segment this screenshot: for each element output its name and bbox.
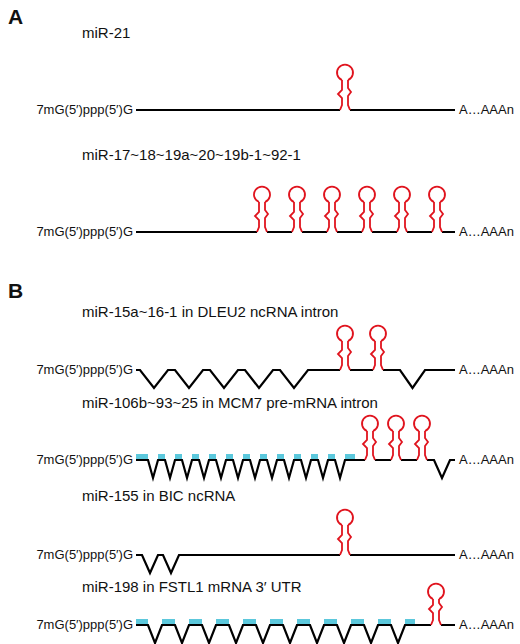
- poly-a-tail: A…AAAn: [459, 547, 514, 563]
- hairpin: [337, 510, 353, 557]
- hairpin: [359, 187, 375, 234]
- hairpin: [324, 187, 340, 234]
- hairpin: [337, 326, 353, 372]
- poly-a-tail: A…AAAn: [459, 452, 514, 468]
- panel-letter: B: [8, 278, 23, 303]
- hairpin: [337, 65, 353, 112]
- cap-structure: 7mG(5′)ppp(5′)G: [36, 362, 133, 378]
- panel-letter: A: [8, 4, 23, 29]
- hairpin: [428, 584, 444, 627]
- poly-a-tail: A…AAAn: [459, 224, 514, 240]
- hairpin: [429, 187, 445, 234]
- cap-structure: 7mG(5′)ppp(5′)G: [36, 547, 133, 563]
- mirna-name: miR-17~18~19a~20~19b-1~92-1: [82, 146, 301, 164]
- hairpin: [289, 187, 305, 234]
- transcript: [136, 65, 455, 112]
- transcript: [136, 416, 455, 478]
- transcript: [136, 187, 455, 234]
- mirna-name: miR-198 in FSTL1 mRNA 3′ UTR: [82, 578, 302, 596]
- transcript-line: [136, 109, 455, 111]
- transcript-line: [136, 625, 455, 643]
- transcript: [136, 510, 455, 573]
- hairpin: [388, 416, 404, 462]
- mirna-name: miR-155 in BIC ncRNA: [82, 487, 235, 505]
- poly-a-tail: A…AAAn: [459, 362, 514, 378]
- hairpin: [394, 187, 410, 234]
- hairpin: [254, 187, 270, 234]
- transcript-line: [136, 370, 455, 388]
- cap-structure: 7mG(5′)ppp(5′)G: [36, 102, 133, 118]
- hairpin: [362, 416, 378, 462]
- cap-structure: 7mG(5′)ppp(5′)G: [36, 617, 133, 633]
- cap-structure: 7mG(5′)ppp(5′)G: [36, 224, 133, 240]
- hairpin: [370, 326, 386, 372]
- transcript: [136, 326, 455, 388]
- transcript-line: [136, 460, 455, 478]
- mirna-name: miR-106b~93~25 in MCM7 pre-mRNA intron: [82, 394, 378, 412]
- mirna-name: miR-15a~16-1 in DLEU2 ncRNA intron: [82, 303, 338, 321]
- poly-a-tail: A…AAAn: [459, 102, 514, 118]
- mirna-name: miR-21: [82, 24, 130, 42]
- cap-structure: 7mG(5′)ppp(5′)G: [36, 452, 133, 468]
- transcript-line: [136, 555, 455, 573]
- hairpin: [414, 416, 430, 462]
- poly-a-tail: A…AAAn: [459, 617, 514, 633]
